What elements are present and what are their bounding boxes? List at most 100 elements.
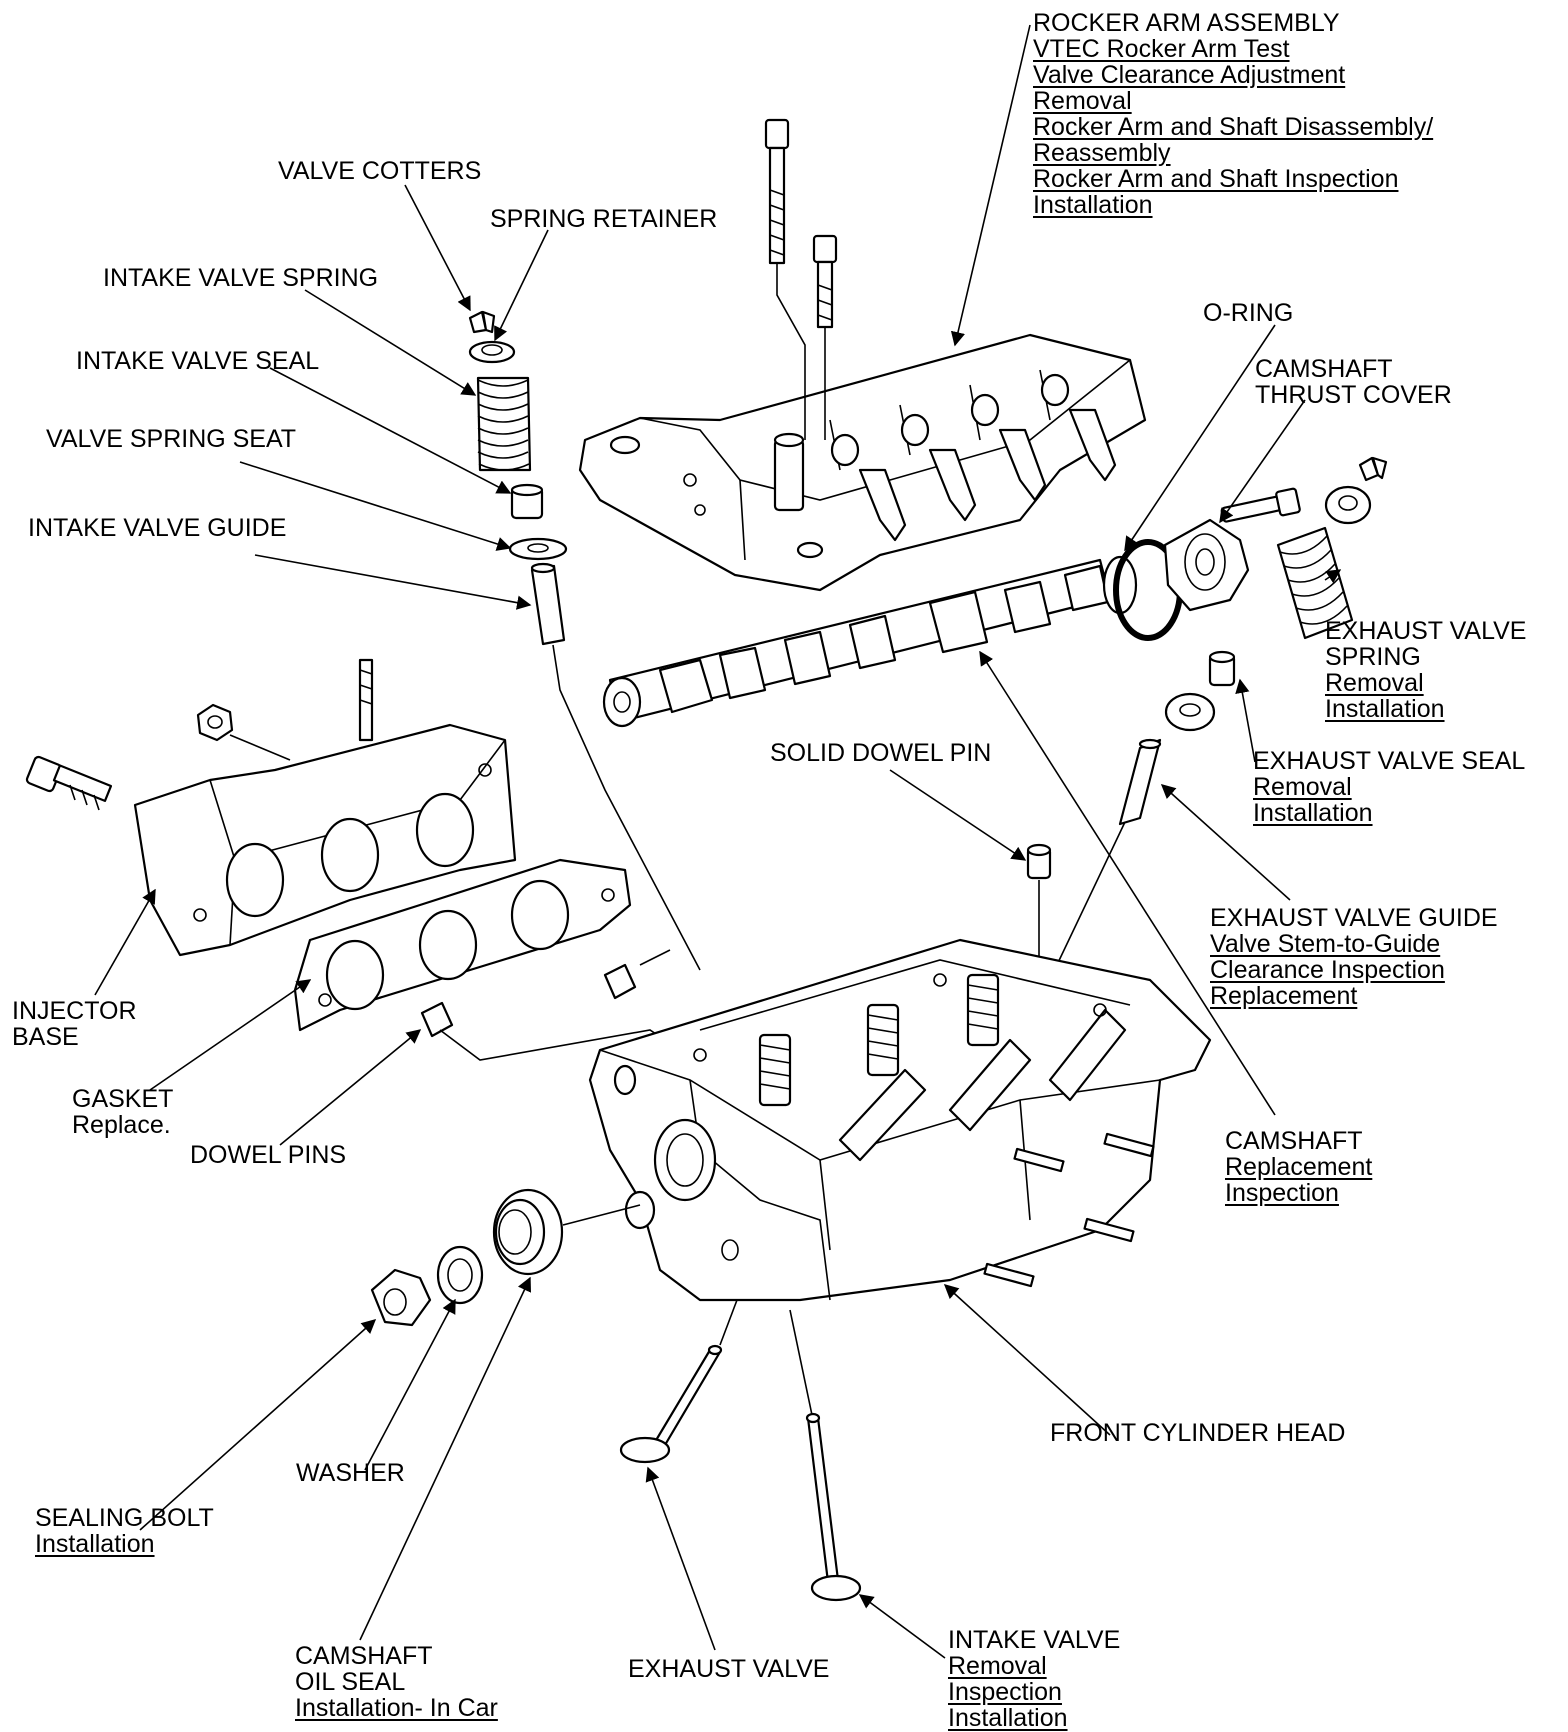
valve-cotters-title: VALVE COTTERS <box>278 157 482 185</box>
exhaust-valve-title: EXHAUST VALVE <box>628 1655 830 1683</box>
exhaust-valve-seal-title: EXHAUST VALVE SEAL <box>1253 747 1526 775</box>
camshaft-oil-seal-part <box>492 1188 564 1276</box>
link-stem-to-guide[interactable]: Valve Stem-to-Guide <box>1210 930 1441 958</box>
label-exhaust-valve-seal: EXHAUST VALVE SEAL Removal Installation <box>1253 748 1525 826</box>
oil-seal-line-2: OIL SEAL <box>295 1668 406 1696</box>
intake-valve-part <box>805 1412 862 1602</box>
label-camshaft-thrust-cover: CAMSHAFT THRUST COVER <box>1255 356 1452 408</box>
valve-spring-seat-part <box>508 537 568 561</box>
link-valve-clearance-adjustment[interactable]: Valve Clearance Adjustment <box>1033 61 1346 89</box>
exhaust-valve-spring-part <box>1276 526 1354 640</box>
spring-retainer-part <box>468 340 516 364</box>
label-valve-spring-seat: VALVE SPRING SEAT <box>46 426 296 452</box>
label-exhaust-valve-guide: EXHAUST VALVE GUIDE Valve Stem-to-Guide … <box>1210 905 1498 1009</box>
label-exhaust-valve: EXHAUST VALVE <box>628 1656 829 1682</box>
link-guide-replacement[interactable]: Replacement <box>1210 982 1358 1010</box>
label-injector-base: INJECTOR BASE <box>12 998 137 1050</box>
label-washer: WASHER <box>296 1460 405 1486</box>
link-oil-seal-installation[interactable]: Installation- In Car <box>295 1694 498 1722</box>
valve-cotters-part <box>468 310 496 334</box>
label-camshaft: CAMSHAFT Replacement Inspection <box>1225 1128 1372 1206</box>
sealing-bolt-part <box>370 1268 432 1327</box>
camshaft-title: CAMSHAFT <box>1225 1127 1363 1155</box>
exhaust-valve-guide-part <box>1118 738 1162 826</box>
label-rocker-arm-assembly: ROCKER ARM ASSEMBLY VTEC Rocker Arm Test… <box>1033 10 1433 218</box>
link-rocker-inspection[interactable]: Rocker Arm and Shaft Inspection <box>1033 165 1399 193</box>
front-cylinder-head-part <box>588 938 1212 1302</box>
exhaust-valve-seal-part <box>1208 650 1236 687</box>
label-sealing-bolt: SEALING BOLT Installation <box>35 1505 214 1557</box>
exhaust-valve-cotters-part <box>1358 456 1388 482</box>
dowel-pins-title: DOWEL PINS <box>190 1141 347 1169</box>
injector-base-part <box>133 658 517 957</box>
label-exhaust-valve-spring: EXHAUST VALVE SPRING Removal Installatio… <box>1325 618 1526 722</box>
injector-base-line-1: INJECTOR <box>12 997 137 1025</box>
link-clearance-inspection[interactable]: Clearance Inspection <box>1210 956 1445 984</box>
label-intake-valve-guide: INTAKE VALVE GUIDE <box>28 515 286 541</box>
oil-seal-line-1: CAMSHAFT <box>295 1642 433 1670</box>
rocker-arm-assembly-part <box>578 333 1147 592</box>
exhaust-valve-guide-title: EXHAUST VALVE GUIDE <box>1210 904 1498 932</box>
label-dowel-pins: DOWEL PINS <box>190 1142 346 1168</box>
injector-base-nut-part <box>196 703 234 742</box>
exhaust-valve-spring-line-2: SPRING <box>1325 643 1421 671</box>
link-camshaft-replacement[interactable]: Replacement <box>1225 1153 1373 1181</box>
gasket-note: Replace. <box>72 1111 171 1139</box>
link-rocker-disassembly[interactable]: Rocker Arm and Shaft Disassembly/ <box>1033 113 1434 141</box>
label-camshaft-oil-seal: CAMSHAFT OIL SEAL Installation- In Car <box>295 1643 498 1721</box>
exhaust-valve-part <box>619 1344 723 1464</box>
label-spring-retainer: SPRING RETAINER <box>490 206 717 232</box>
gasket-title: GASKET <box>72 1085 174 1113</box>
link-exhaust-spring-installation[interactable]: Installation <box>1325 695 1445 723</box>
solid-dowel-pin-title: SOLID DOWEL PIN <box>770 739 992 767</box>
solid-dowel-pin-part <box>1026 843 1052 880</box>
front-cylinder-head-title: FRONT CYLINDER HEAD <box>1050 1419 1346 1447</box>
intake-valve-guide-title: INTAKE VALVE GUIDE <box>28 514 287 542</box>
link-rocker-installation[interactable]: Installation <box>1033 191 1153 219</box>
washer-title: WASHER <box>296 1459 405 1487</box>
rocker-bolts-part <box>764 118 838 440</box>
intake-valve-spring-title: INTAKE VALVE SPRING <box>103 264 379 292</box>
rocker-arm-title: ROCKER ARM ASSEMBLY <box>1033 9 1340 37</box>
link-sealing-bolt-installation[interactable]: Installation <box>35 1530 155 1558</box>
washer-part <box>436 1245 484 1305</box>
link-intake-valve-installation[interactable]: Installation <box>948 1704 1068 1732</box>
label-intake-valve-spring: INTAKE VALVE SPRING <box>103 265 378 291</box>
link-exhaust-seal-removal[interactable]: Removal <box>1253 773 1352 801</box>
thrust-cover-line-2: THRUST COVER <box>1255 381 1452 409</box>
camshaft-thrust-cover-part <box>1163 518 1250 612</box>
label-o-ring: O-RING <box>1203 300 1293 326</box>
label-gasket: GASKET Replace. <box>72 1086 173 1138</box>
exhaust-valve-spring-line-1: EXHAUST VALVE <box>1325 617 1527 645</box>
intake-valve-seal-part <box>510 483 544 520</box>
intake-valve-guide-part <box>530 562 566 646</box>
thrust-cover-line-1: CAMSHAFT <box>1255 355 1393 383</box>
label-intake-valve-seal: INTAKE VALVE SEAL <box>76 348 319 374</box>
label-front-cylinder-head: FRONT CYLINDER HEAD <box>1050 1420 1345 1446</box>
link-intake-valve-inspection[interactable]: Inspection <box>948 1678 1062 1706</box>
link-exhaust-spring-removal[interactable]: Removal <box>1325 669 1424 697</box>
sealing-bolt-title: SEALING BOLT <box>35 1504 214 1532</box>
link-intake-valve-removal[interactable]: Removal <box>948 1652 1047 1680</box>
o-ring-title: O-RING <box>1203 299 1294 327</box>
spring-retainer-title: SPRING RETAINER <box>490 205 718 233</box>
link-vtec-rocker-arm-test[interactable]: VTEC Rocker Arm Test <box>1033 35 1290 63</box>
label-intake-valve: INTAKE VALVE Removal Inspection Installa… <box>948 1627 1120 1731</box>
exhaust-valve-spring-seat-part <box>1164 692 1216 732</box>
thrust-cover-bolt-part <box>1220 487 1301 523</box>
intake-valve-seal-title: INTAKE VALVE SEAL <box>76 347 320 375</box>
label-valve-cotters: VALVE COTTERS <box>278 158 481 184</box>
valve-spring-seat-title: VALVE SPRING SEAT <box>46 425 297 453</box>
label-solid-dowel-pin: SOLID DOWEL PIN <box>770 740 991 766</box>
intake-valve-spring-part <box>476 376 532 472</box>
link-rocker-reassembly[interactable]: Reassembly <box>1033 139 1171 167</box>
link-exhaust-seal-installation[interactable]: Installation <box>1253 799 1373 827</box>
link-camshaft-inspection[interactable]: Inspection <box>1225 1179 1339 1207</box>
exhaust-spring-retainer-part <box>1324 485 1372 525</box>
injector-base-bolt-part <box>25 755 113 811</box>
link-rocker-removal[interactable]: Removal <box>1033 87 1132 115</box>
intake-valve-title: INTAKE VALVE <box>948 1626 1121 1654</box>
injector-base-line-2: BASE <box>12 1023 79 1051</box>
dowel-pins-part <box>420 963 637 1038</box>
